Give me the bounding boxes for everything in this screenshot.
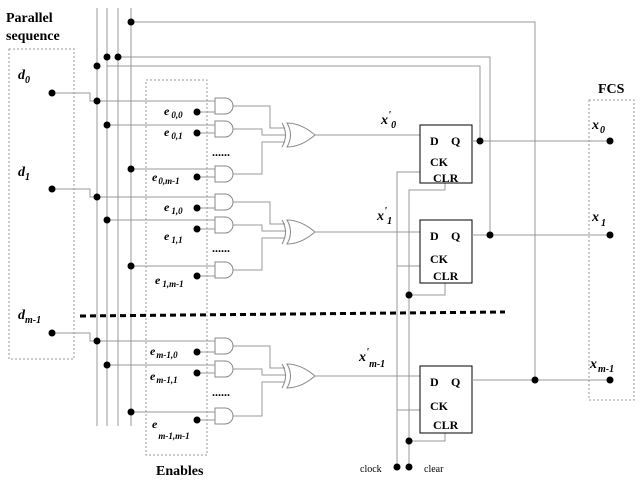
xor-to-ff-wires	[315, 134, 420, 377]
xor-output-label-m1: x'm-1	[358, 346, 385, 370]
output-label-x0: x0	[591, 118, 605, 136]
and-gate-m1-m1	[214, 407, 234, 425]
and-gate-0-0	[214, 97, 234, 115]
xor-gate-0	[281, 122, 316, 148]
enables-title: Enables	[156, 464, 204, 479]
ellipsis-m1: ......	[212, 385, 230, 399]
svg-text:D: D	[430, 229, 439, 243]
enable-label-m1-0: em-1,0	[150, 344, 178, 360]
and-gate-m1-1	[214, 360, 234, 378]
svg-text:CLR: CLR	[433, 171, 459, 185]
svg-text:Q: Q	[451, 229, 460, 243]
output-label-xm1: xm-1	[589, 357, 614, 375]
and-gate-0-1	[214, 120, 234, 138]
svg-text:CLR: CLR	[433, 269, 459, 283]
parallel-sequence-box	[8, 48, 75, 360]
xor-output-label-1: x'1	[376, 205, 392, 227]
junction-dots	[48, 18, 614, 471]
enable-label-0-m1: e0,m-1	[152, 170, 180, 186]
parallel-sequence-title-line2: sequence	[6, 29, 60, 44]
flip-flop-0: D Q CK CLR	[419, 124, 473, 185]
and-gate-0-m1	[214, 165, 234, 183]
enables-box	[145, 79, 208, 456]
clock-label: clock	[360, 464, 382, 475]
input-label-dm1: dm-1	[18, 308, 41, 326]
bus-to-gate-wires	[97, 124, 215, 413]
clear-label: clear	[424, 464, 444, 475]
and-to-xor-wires	[233, 105, 286, 417]
input-wires	[52, 92, 215, 342]
bus-lines	[96, 8, 132, 426]
svg-text:CK: CK	[430, 399, 449, 413]
svg-text:Q: Q	[451, 134, 460, 148]
enable-label-m1-1: em-1,1	[150, 369, 178, 385]
and-gate-1-m1	[214, 261, 234, 279]
feedback-wires	[107, 21, 536, 380]
xor-gate-m1	[281, 363, 316, 389]
svg-text:CK: CK	[430, 155, 449, 169]
xor-gate-1	[281, 219, 316, 245]
clock-clear-wires	[396, 171, 446, 467]
ellipsis-1: ......	[212, 241, 230, 255]
xor-gates	[281, 122, 316, 389]
section-separator	[79, 310, 506, 318]
and-gate-m1-0	[214, 337, 234, 355]
svg-text:Q: Q	[451, 375, 460, 389]
svg-text:D: D	[430, 375, 439, 389]
fcs-box	[588, 99, 635, 401]
q-output-wires	[472, 140, 610, 381]
ellipsis-0: ......	[212, 145, 230, 159]
fcs-title: FCS	[598, 82, 625, 97]
input-label-d1: d1	[18, 165, 30, 183]
and-gates	[214, 97, 234, 425]
and-gate-1-0	[214, 193, 234, 211]
flip-flop-m1: D Q CK CLR	[419, 365, 473, 434]
xor-output-label-0: x'0	[380, 109, 396, 131]
and-gate-1-1	[214, 216, 234, 234]
flip-flop-1: D Q CK CLR	[419, 219, 473, 284]
input-label-d0: d0	[18, 68, 30, 86]
parallel-sequence-title-line1: Parallel	[6, 11, 53, 26]
svg-text:CK: CK	[430, 252, 449, 266]
svg-text:CLR: CLR	[433, 418, 459, 432]
svg-text:D: D	[430, 134, 439, 148]
enable-label-m1-m1: em-1,m-1	[152, 417, 190, 441]
